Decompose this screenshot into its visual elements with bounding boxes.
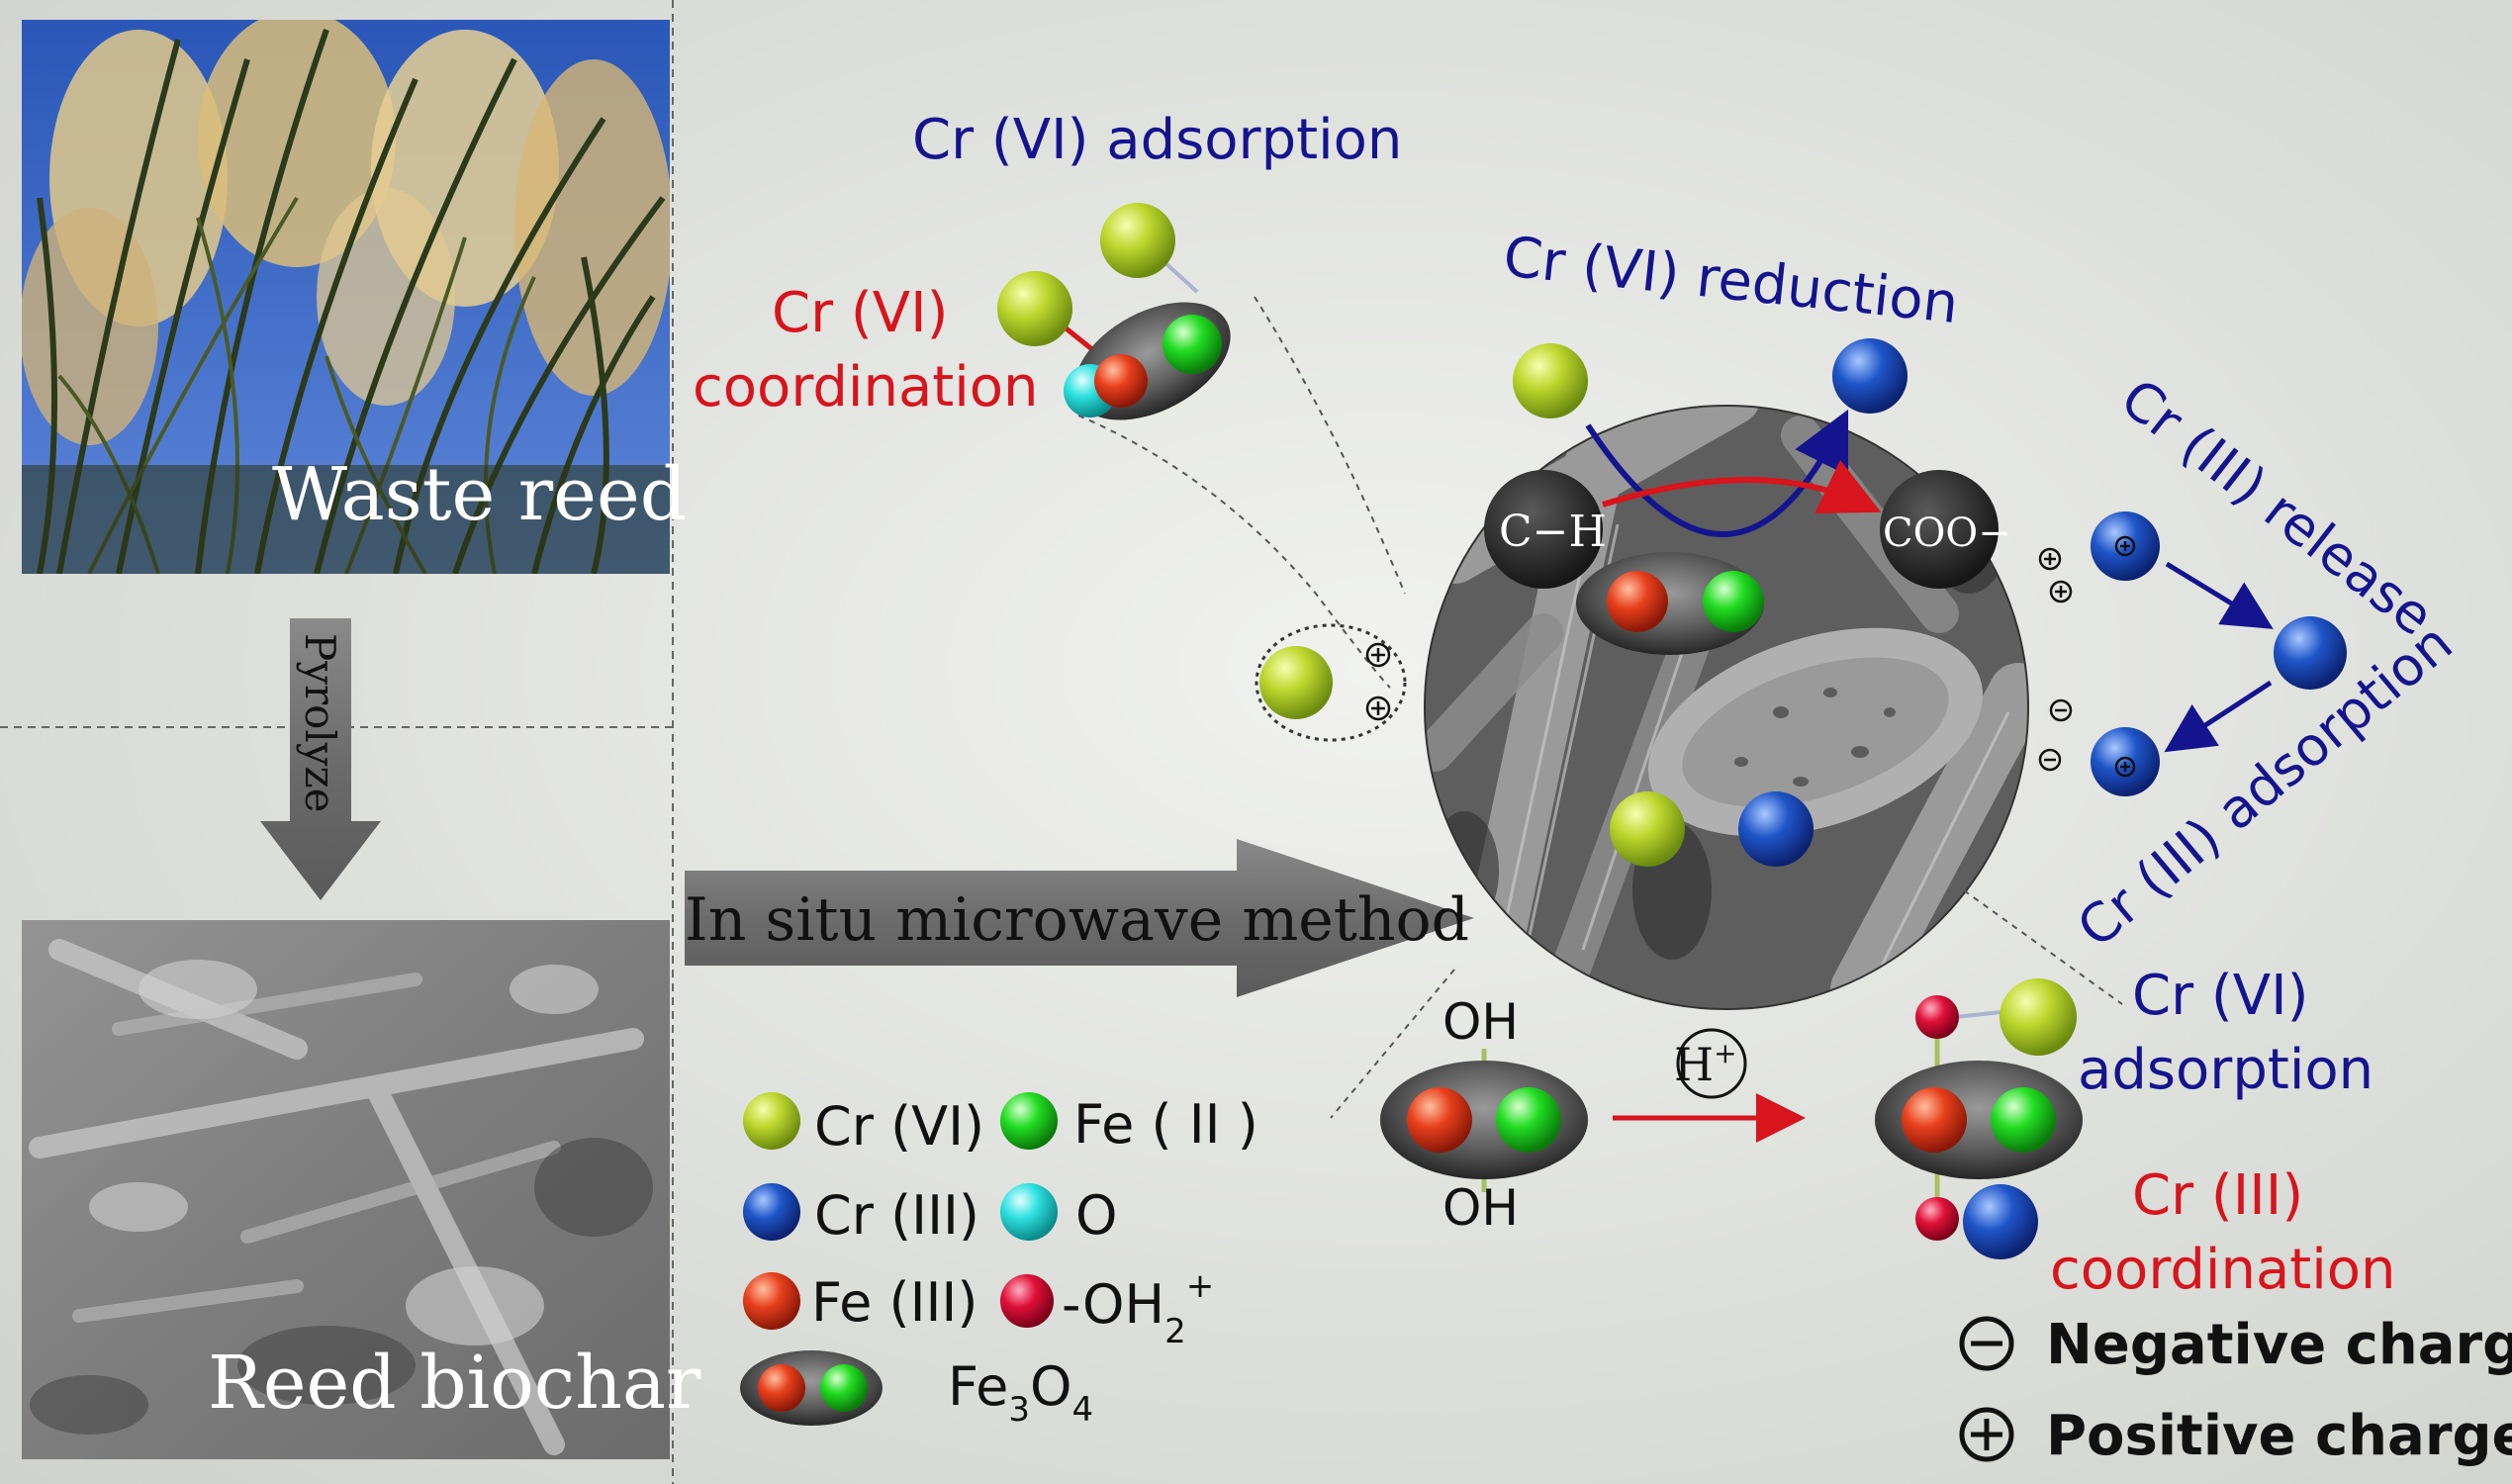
- legend-oh2-swatch: [1000, 1274, 1054, 1328]
- legend-positive-charge: Positive charge: [2046, 1404, 2512, 1468]
- oh-top-label: OH: [1442, 993, 1519, 1051]
- cr6-coordination-label-1: Cr (VI): [772, 281, 948, 345]
- legend-fe2-swatch: [1000, 1092, 1058, 1150]
- legend-fe3: Fe (III): [811, 1271, 977, 1334]
- negative-charge-icon: [1959, 1316, 2014, 1371]
- cr3-coordination-label-1: Cr (III): [2132, 1163, 2303, 1228]
- legend-fe3-swatch: [743, 1272, 800, 1330]
- pyrolyze-label: Pyrolyze: [296, 633, 344, 813]
- oh-bottom-label: OH: [1442, 1179, 1519, 1237]
- surface-cr6-adsorption: [1255, 623, 1407, 742]
- surface-charges: [2038, 547, 2073, 772]
- positive-charge-icon: [1959, 1407, 2014, 1462]
- microwave-arrow: [685, 839, 1474, 997]
- legend-oh2: -OH2+: [1062, 1266, 1214, 1351]
- reed-biochar-label: Reed biochar: [208, 1341, 701, 1426]
- legend-o: O: [1075, 1184, 1118, 1247]
- cr3-release-label: Cr (III) release: [2109, 367, 2445, 648]
- waste-reed-label: Waste reed: [272, 452, 687, 537]
- legend-fe3o4: Fe3O4: [948, 1355, 1093, 1430]
- legend-cr3-swatch: [743, 1183, 800, 1241]
- coo-group-label: COO−: [1883, 510, 2011, 556]
- legend-cr3: Cr (III): [814, 1184, 979, 1247]
- cr6-reduction-label: Cr (VI) reduction: [1501, 225, 1962, 336]
- ch-group-label: C−H: [1499, 507, 1607, 557]
- fe3o4-product: [1875, 978, 2083, 1259]
- cr6-coordination-cluster: [997, 203, 1231, 420]
- legend-negative-charge: Negative charge: [2046, 1313, 2512, 1377]
- reed-biochar-photo: [22, 920, 670, 1459]
- microwave-label: In situ microwave method: [685, 885, 1469, 955]
- cr6-reduction-mechanism: [1484, 338, 1999, 867]
- cr3-release-cycle: [2091, 511, 2347, 796]
- cr6-adsorption-top-label: Cr (VI) adsorption: [912, 108, 1402, 172]
- legend-fe2: Fe ( II ): [1073, 1093, 1258, 1156]
- legend-cr6: Cr (VI): [814, 1095, 984, 1158]
- cr6-adsorption-right-label-2: adsorption: [2078, 1038, 2373, 1102]
- h-plus-label: H+: [1674, 1037, 1737, 1091]
- guide-lines: [1077, 296, 2123, 1119]
- legend: Cr (VI) Fe ( II ) Cr (III) O Fe (III) -O…: [740, 1092, 2512, 1468]
- legend-o-swatch: [1000, 1183, 1058, 1241]
- waste-reed-photo: [22, 20, 670, 574]
- h-plus-reaction: [1613, 1028, 1806, 1143]
- cr6-adsorption-right-label-1: Cr (VI): [2132, 964, 2308, 1028]
- fe3o4-hydroxyl: [1380, 1049, 1588, 1192]
- cr6-coordination-label-2: coordination: [693, 355, 1039, 419]
- pyrolyze-arrow: [260, 618, 381, 900]
- legend-cr6-swatch: [743, 1092, 800, 1150]
- cr3-coordination-label-2: coordination: [2050, 1238, 2396, 1302]
